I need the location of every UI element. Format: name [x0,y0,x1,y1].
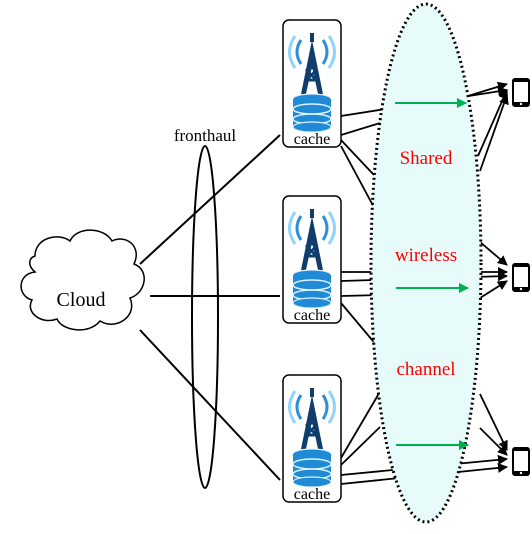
mobile-device-bottom [512,447,530,476]
base-station-bottom: cache [282,374,342,503]
cache-label-top: cache [294,131,330,148]
fronthaul-link-bottom [139,329,281,481]
fronthaul-ellipse [191,145,219,489]
antenna-tower-icon [288,33,336,94]
channel-to-device-top-lower [479,94,509,172]
channel-label: channel [396,359,455,380]
channel-to-device-bottom-upper [479,393,508,451]
cache-label-bottom: cache [294,486,330,503]
wireless-label: wireless [395,245,457,266]
base-station-top: cache [282,19,342,148]
channel-to-device-middle-lower [479,280,508,299]
cache-label-middle: cache [294,307,330,324]
base-station-middle: cache [282,195,342,324]
channel-to-device-bottom-lower [479,427,508,456]
shared-label: Shared [400,148,453,169]
link-top-branch-1 [340,139,375,176]
database-icon [292,448,332,488]
cloud-icon [20,229,145,331]
channel-to-device-top-upper [477,89,508,157]
signal-arrows [395,98,469,450]
link-bottom-branch-1 [340,426,381,466]
fronthaul-links [139,134,281,481]
link-bottom-branch-2 [340,389,382,459]
mobile-device-middle [512,263,530,292]
shared-wireless-channel [369,2,483,524]
cloud-label: Cloud [57,289,106,311]
database-icon [292,269,332,309]
mobile-device-top [512,78,530,107]
database-icon [292,93,332,133]
fronthaul-label: fronthaul [174,126,237,145]
fronthaul-link-top [139,134,281,265]
channel-to-device-middle-upper [479,241,508,266]
antenna-tower-icon [288,209,336,270]
link-middle-branch-2 [340,302,379,348]
antenna-tower-icon [288,388,336,449]
